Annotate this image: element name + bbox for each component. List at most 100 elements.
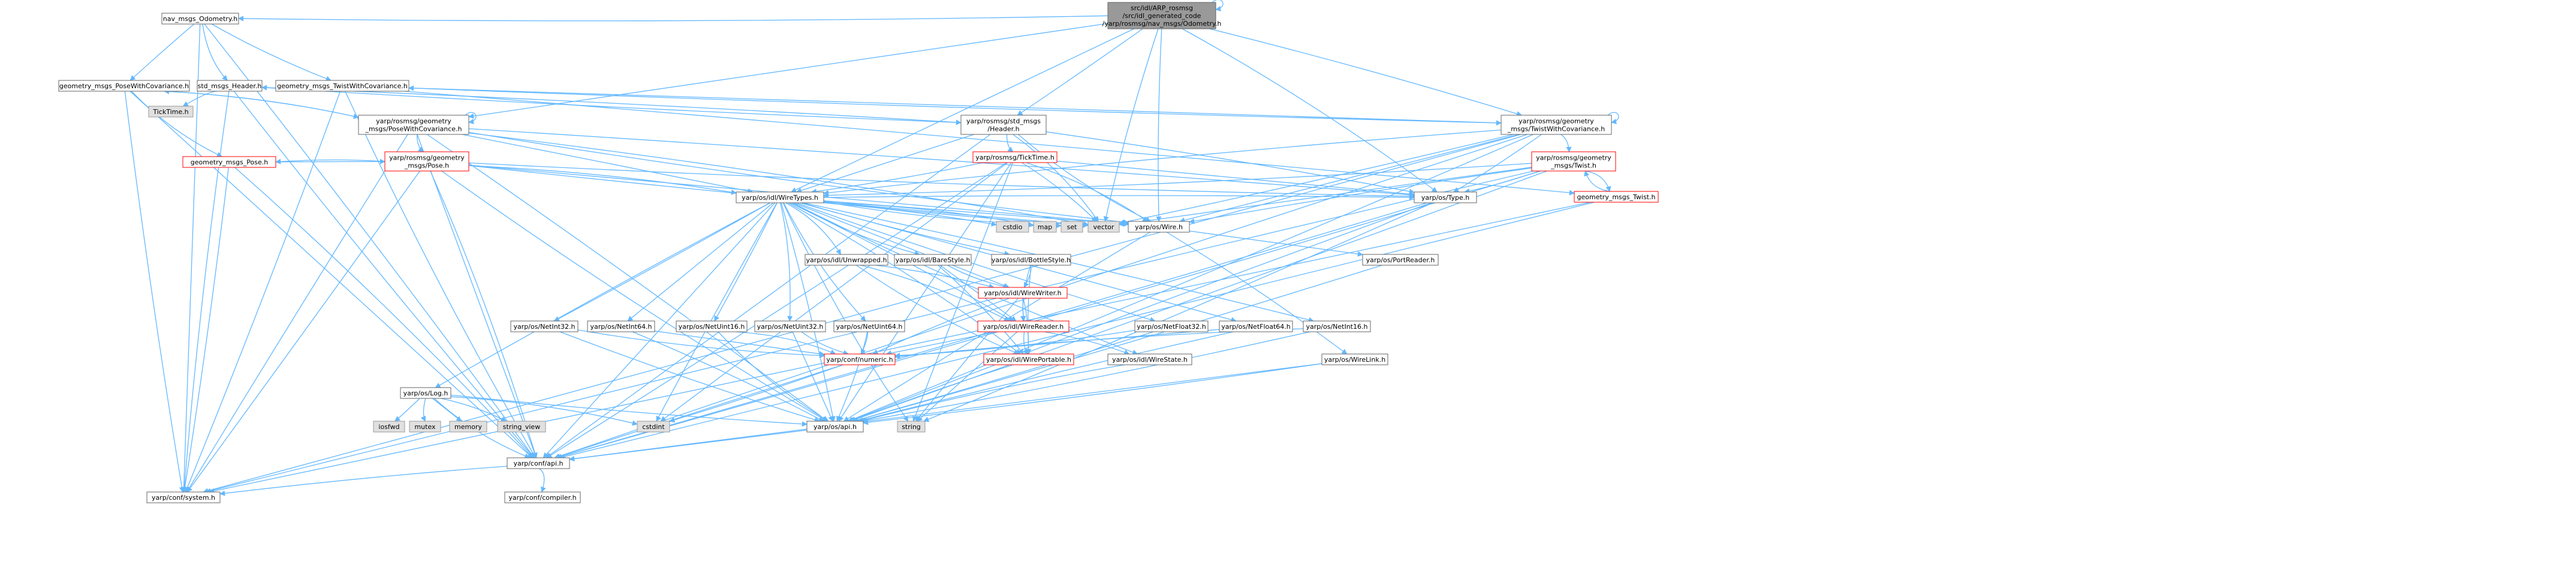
dependency-edge: [468, 162, 1415, 199]
dependency-edge: [203, 134, 1522, 494]
node-os-wire[interactable]: yarp/os/Wire.h: [1128, 221, 1190, 233]
node-nav-odo[interactable]: nav_msgs_Odometry.h: [161, 13, 239, 25]
dependency-edge: [736, 331, 836, 355]
dependency-edge: [654, 331, 825, 357]
node-gm-twist[interactable]: geometry_msgs_Twist.h: [1574, 191, 1659, 203]
node-wireportable[interactable]: yarp/os/idl/WirePortable.h: [983, 353, 1074, 365]
node-box: [197, 80, 263, 92]
node-yr-pose[interactable]: yarp/rosmsg/geometry_msgs/Pose.h: [384, 151, 469, 172]
dependency-edge: [793, 202, 1010, 289]
node-nuint16[interactable]: yarp/os/NetUint16.h: [676, 320, 748, 332]
node-root[interactable]: src/idl/ARP_rosmsg/src/idl_generated_cod…: [1102, 2, 1222, 29]
node-string-view[interactable]: string_view: [497, 421, 546, 433]
node-label: yarp/conf/system.h: [152, 494, 215, 502]
node-gm-pwc[interactable]: geometry_msgs_PoseWithCovariance.h: [58, 80, 190, 92]
node-nfloat32[interactable]: yarp/os/NetFloat32.h: [1134, 320, 1209, 332]
node-yr-twc[interactable]: yarp/rosmsg/geometry_msgs/TwistWithCovar…: [1501, 115, 1612, 135]
node-gm-pose[interactable]: geometry_msgs_Pose.h: [182, 156, 276, 168]
node-yr-twist[interactable]: yarp/rosmsg/geometry_msgs/Twist.h: [1531, 151, 1616, 172]
dependency-edge: [915, 298, 1019, 422]
dependency-edge: [1022, 162, 1098, 222]
dependency-edge: [468, 165, 737, 195]
node-memory[interactable]: memory: [449, 421, 487, 433]
node-map[interactable]: map: [1033, 221, 1057, 233]
node-label: geometry_msgs_Pose.h: [191, 158, 268, 166]
node-string[interactable]: string: [897, 421, 926, 433]
node-wirewriter[interactable]: yarp/os/idl/WireWriter.h: [978, 287, 1068, 299]
node-box: [1531, 151, 1616, 172]
dependency-edge: [1056, 160, 1415, 197]
dependency-edge: [801, 331, 849, 356]
node-portreader[interactable]: yarp/os/PortReader.h: [1362, 254, 1439, 266]
dependency-edge: [849, 202, 1432, 422]
node-wiretypes[interactable]: yarp/os/idl/WireTypes.h: [736, 191, 824, 203]
node-label: geometry_msgs_Twist.h: [1577, 193, 1656, 201]
node-conf-system[interactable]: yarp/conf/system.h: [146, 491, 221, 503]
node-std-header[interactable]: std_msgs_Header.h: [197, 80, 263, 92]
node-box: [1574, 191, 1659, 203]
node-label: yarp/conf/compiler.h: [508, 494, 576, 502]
dependency-edge: [852, 265, 1382, 423]
node-set[interactable]: set: [1060, 221, 1083, 233]
dependency-edge: [441, 398, 507, 422]
node-os-api[interactable]: yarp/os/api.h: [806, 421, 864, 433]
dependency-edge: [917, 331, 1018, 422]
dependency-edge: [1017, 134, 1152, 222]
node-wirereader[interactable]: yarp/os/idl/WireReader.h: [977, 320, 1069, 332]
node-label: yarp/os/NetFloat64.h: [1221, 323, 1291, 331]
node-box: [983, 353, 1074, 365]
node-ticktime-gray[interactable]: TickTime.h: [148, 106, 194, 118]
node-iosfwd[interactable]: iosfwd: [373, 421, 405, 433]
node-nint64[interactable]: yarp/os/NetInt64.h: [587, 320, 655, 332]
node-os-log[interactable]: yarp/os/Log.h: [400, 387, 451, 399]
node-yr-ticktime[interactable]: yarp/rosmsg/TickTime.h: [972, 151, 1057, 163]
node-nfloat64[interactable]: yarp/os/NetFloat64.h: [1219, 320, 1293, 332]
dependency-edge: [780, 202, 793, 322]
node-box: [409, 421, 441, 433]
dependency-edge: [435, 202, 771, 388]
dependency-edge: [559, 331, 820, 422]
node-bottlestyle[interactable]: yarp/os/idl/BottleStyle.h: [991, 254, 1071, 266]
node-wirestate[interactable]: yarp/os/idl/WireState.h: [1107, 353, 1192, 365]
dependency-edge: [186, 134, 408, 493]
node-cstdio[interactable]: cstdio: [996, 221, 1029, 233]
node-label: yarp/os/idl/BareStyle.h: [896, 256, 971, 264]
dependency-edge: [1023, 331, 1029, 355]
node-box: [1134, 320, 1209, 332]
node-gm-twc[interactable]: geometry_msgs_TwistWithCovariance.h: [275, 80, 409, 92]
node-label: yarp/rosmsg/geometry: [376, 118, 451, 125]
dependency-edge: [1166, 232, 1348, 355]
node-conf-compiler[interactable]: yarp/conf/compiler.h: [504, 491, 581, 503]
node-nint32[interactable]: yarp/os/NetInt32.h: [510, 320, 579, 332]
dependency-edge: [129, 91, 533, 458]
dependency-edge: [408, 87, 1502, 126]
node-cstdint[interactable]: cstdint: [637, 421, 670, 433]
node-barestyle[interactable]: yarp/os/idl/BareStyle.h: [894, 254, 972, 266]
node-numeric[interactable]: yarp/conf/numeric.h: [824, 353, 896, 365]
node-box: [1303, 320, 1371, 332]
node-box: [977, 320, 1069, 332]
node-box: [58, 80, 190, 92]
node-unwrapped[interactable]: yarp/os/idl/Unwrapped.h: [805, 254, 888, 266]
node-box: [637, 421, 670, 433]
node-conf-api[interactable]: yarp/conf/api.h: [507, 457, 570, 469]
node-nuint32[interactable]: yarp/os/NetUint32.h: [754, 320, 826, 332]
node-nint16[interactable]: yarp/os/NetInt16.h: [1303, 320, 1371, 332]
node-vector[interactable]: vector: [1087, 221, 1120, 233]
node-label: yarp/rosmsg/TickTime.h: [975, 154, 1054, 161]
node-nuint64[interactable]: yarp/os/NetUint64.h: [833, 320, 905, 332]
node-label: memory: [454, 423, 482, 431]
dependency-edge: [182, 91, 230, 493]
node-yr-header[interactable]: yarp/rosmsg/std_msgs/Header.h: [960, 115, 1047, 135]
node-wirelink[interactable]: yarp/os/WireLink.h: [1321, 353, 1388, 365]
dependency-edge: [785, 202, 841, 255]
dependency-edge: [211, 23, 332, 82]
node-os-type[interactable]: yarp/os/Type.h: [1414, 191, 1477, 203]
node-box: [182, 156, 276, 168]
dependency-edge: [569, 363, 1322, 461]
node-box: [400, 387, 451, 399]
dependency-edge: [822, 202, 997, 227]
dependency-edge: [465, 112, 477, 125]
node-yr-pwc[interactable]: yarp/rosmsg/geometry_msgs/PoseWithCovari…: [358, 115, 469, 135]
node-mutex[interactable]: mutex: [409, 421, 441, 433]
